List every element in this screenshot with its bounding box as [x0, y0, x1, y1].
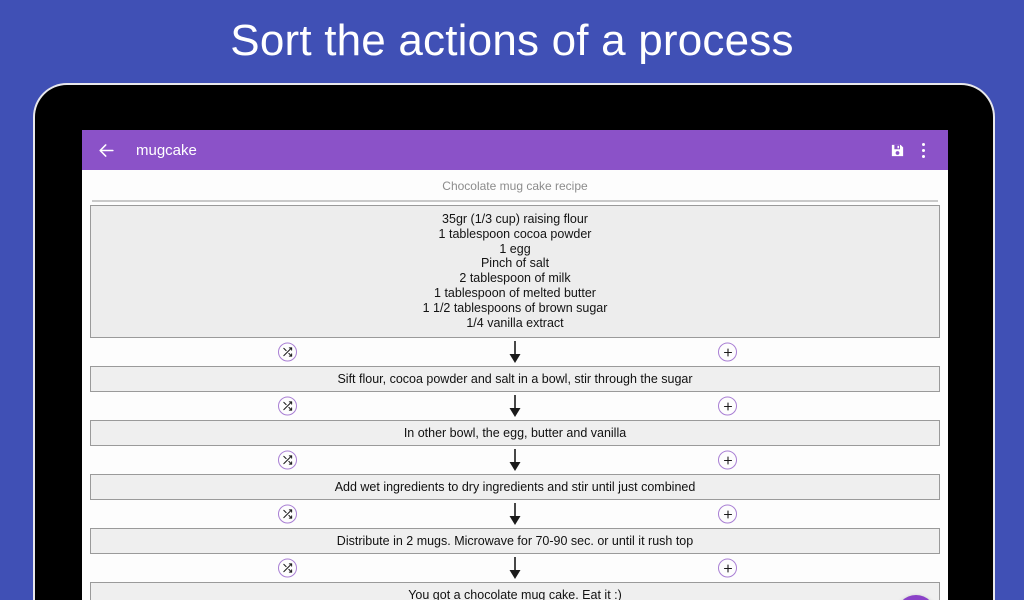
step-row[interactable]: Add wet ingredients to dry ingredients a…: [90, 474, 940, 501]
ingredient-line: 1 egg: [499, 241, 531, 256]
overflow-menu-icon[interactable]: [912, 134, 934, 166]
save-floppy-icon[interactable]: [882, 134, 912, 166]
ingredient-line: 2 tablespoon of milk: [459, 271, 571, 286]
arrow-down-icon: [507, 502, 523, 526]
step-row[interactable]: You got a chocolate mug cake. Eat it :): [90, 582, 940, 600]
app-bar-title: mugcake: [136, 141, 197, 159]
shuffle-icon[interactable]: [278, 342, 297, 362]
arrow-down-icon: [507, 340, 523, 364]
ingredient-line: 1 tablespoon of melted butter: [434, 285, 596, 300]
shuffle-icon[interactable]: [278, 450, 297, 470]
step-connector-row: [90, 338, 940, 366]
app-screen: mugcake Chocolate mug cake recipe 35gr (…: [82, 130, 948, 600]
add-circle-icon[interactable]: [718, 504, 737, 524]
add-circle-icon[interactable]: [718, 450, 737, 470]
tablet-device-frame: mugcake Chocolate mug cake recipe 35gr (…: [33, 83, 995, 600]
step-connector-row: [90, 392, 940, 420]
add-circle-icon[interactable]: [718, 558, 737, 578]
ingredient-line: 1 tablespoon cocoa powder: [438, 226, 592, 241]
add-circle-icon[interactable]: [718, 342, 737, 362]
arrow-down-icon: [507, 394, 523, 418]
add-circle-icon[interactable]: [718, 396, 737, 416]
ingredient-line: 1 1/2 tablespoons of brown sugar: [422, 300, 608, 315]
back-arrow-icon[interactable]: [90, 134, 122, 166]
steps-container: Sift flour, cocoa powder and salt in a b…: [90, 338, 940, 600]
promo-headline: Sort the actions of a process: [230, 16, 794, 65]
step-row[interactable]: In other bowl, the egg, butter and vanil…: [90, 420, 940, 447]
step-connector-row: [90, 554, 940, 582]
shuffle-icon[interactable]: [278, 504, 297, 524]
recipe-content: Chocolate mug cake recipe 35gr (1/3 cup)…: [82, 170, 948, 600]
recipe-title: Chocolate mug cake recipe: [442, 179, 588, 193]
edit-fab-button[interactable]: [896, 595, 936, 600]
step-connector-row: [90, 446, 940, 474]
arrow-down-icon: [507, 556, 523, 580]
app-bar: mugcake: [82, 130, 948, 170]
arrow-down-icon: [507, 448, 523, 472]
ingredient-line: Pinch of salt: [480, 256, 550, 271]
title-divider: [92, 200, 938, 202]
step-connector-row: [90, 500, 940, 528]
ingredient-line: 1/4 vanilla extract: [466, 315, 564, 330]
step-row[interactable]: Sift flour, cocoa powder and salt in a b…: [90, 366, 940, 393]
step-row[interactable]: Distribute in 2 mugs. Microwave for 70-9…: [90, 528, 940, 555]
shuffle-icon[interactable]: [278, 558, 297, 578]
ingredient-line: 35gr (1/3 cup) raising flour: [442, 212, 588, 226]
shuffle-icon[interactable]: [278, 396, 297, 416]
overflow-dots: [921, 142, 925, 158]
